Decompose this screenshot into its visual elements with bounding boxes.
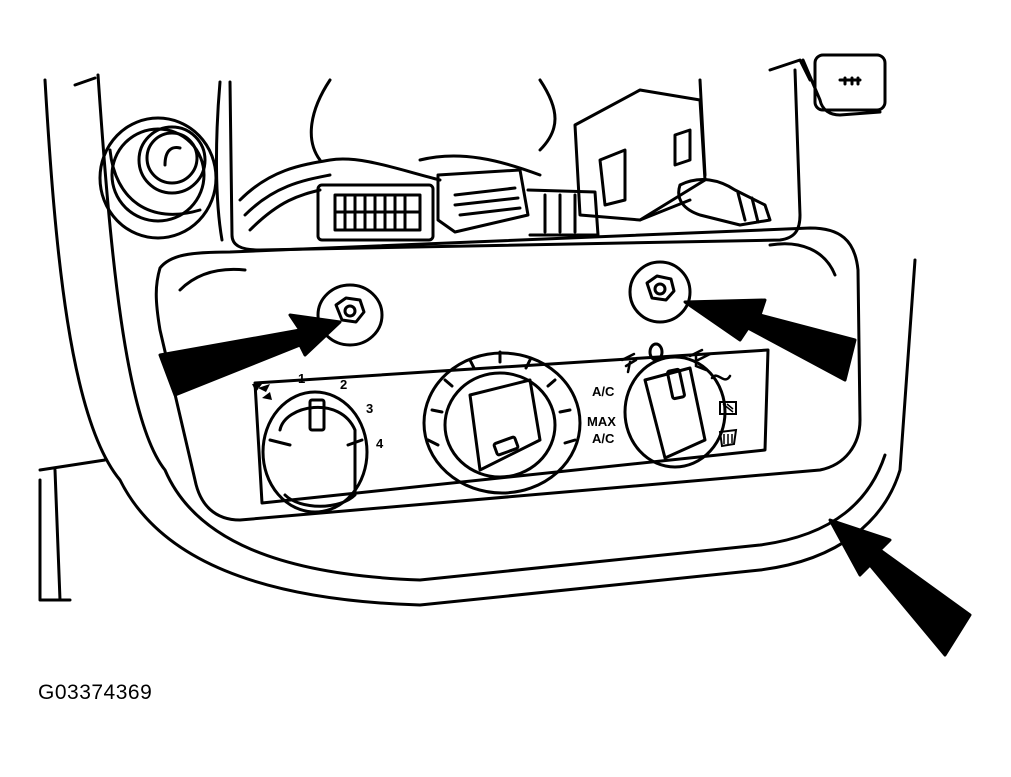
mode-ac-label: A/C [592, 384, 615, 399]
left-mounting-screw [316, 283, 384, 347]
fan-icon [252, 384, 272, 400]
blower-speed-3-label: 3 [366, 401, 373, 416]
control-panel [154, 226, 862, 522]
floor-defrost-icon [719, 401, 737, 415]
panel-vent-icon [620, 352, 638, 374]
defrost-icon [718, 428, 738, 448]
blower-speed-1-label: 1 [298, 371, 305, 386]
callout-arrow-right [683, 298, 857, 382]
bilevel-vent-icon [688, 348, 712, 372]
connector-left [316, 183, 435, 242]
blower-speed-4-label: 4 [376, 436, 384, 451]
figure-id-label: G03374369 [38, 681, 153, 704]
mode-max-ac-label: A/C [592, 431, 615, 446]
right-mounting-screw [628, 260, 692, 324]
temperature-knob [422, 350, 582, 495]
wiring-harness [238, 78, 557, 232]
dashboard-bezel [38, 53, 917, 607]
mode-max-label: MAX [587, 414, 616, 429]
callout-arrow-left [158, 313, 342, 397]
blower-speed-2-label: 2 [340, 377, 347, 392]
cigarette-lighter [98, 116, 218, 240]
mode-knob [623, 342, 727, 469]
callout-arrow-bottom [828, 518, 972, 657]
connector-middle [436, 168, 600, 237]
floor-vent-icon [710, 374, 732, 381]
blower-speed-knob [261, 390, 369, 514]
vacuum-connector [638, 178, 772, 227]
